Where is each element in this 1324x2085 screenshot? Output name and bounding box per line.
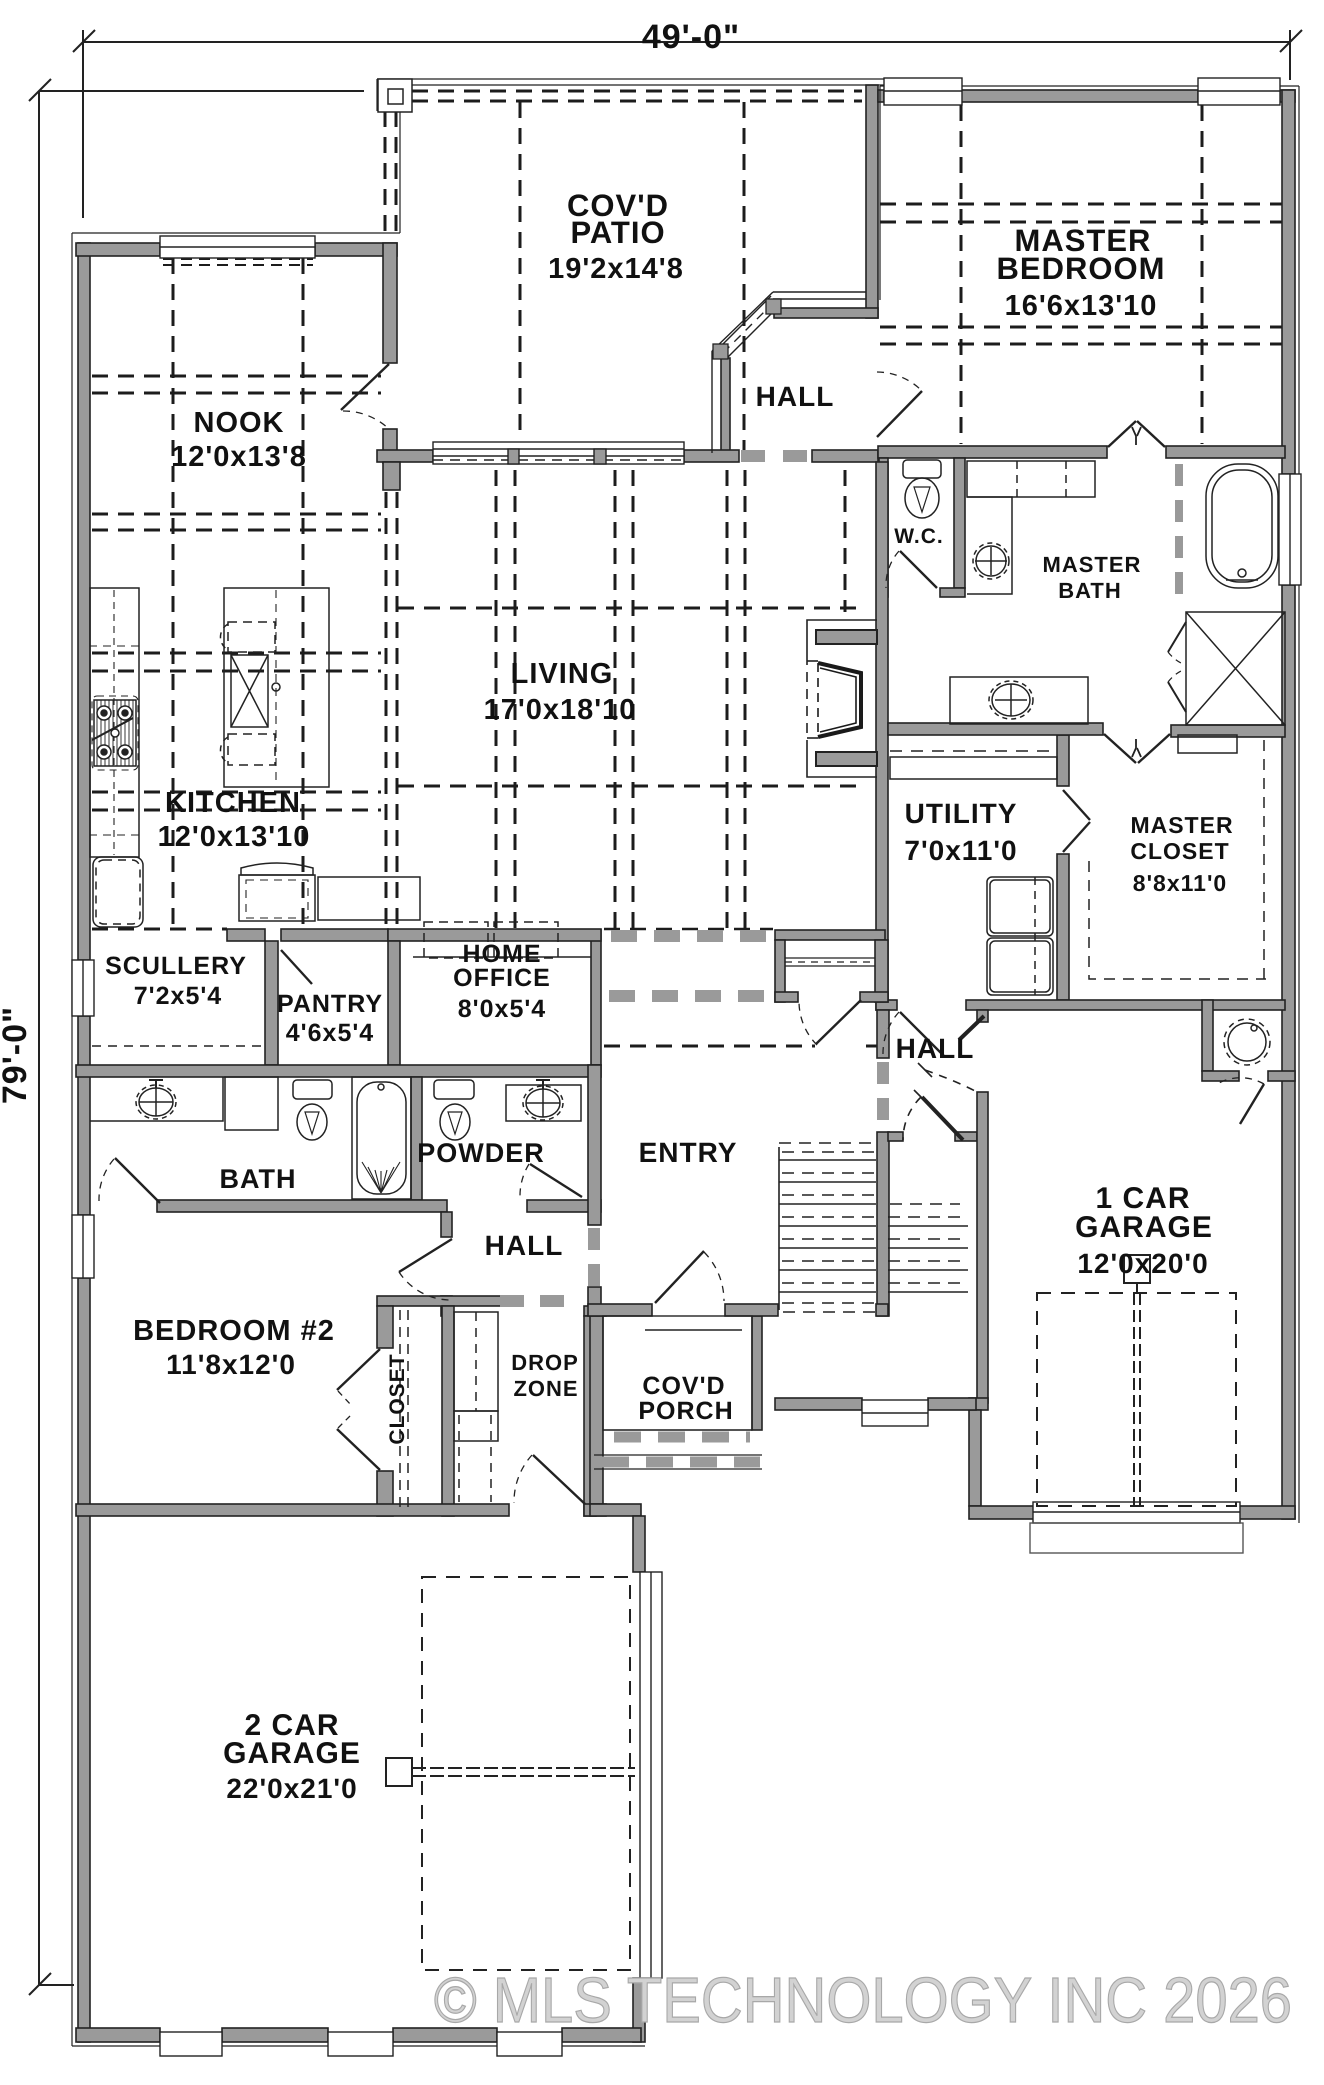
svg-text:PANTRY: PANTRY — [277, 990, 383, 1018]
svg-text:49'-0": 49'-0" — [642, 18, 740, 56]
svg-text:12'0x13'10: 12'0x13'10 — [158, 821, 311, 853]
svg-text:MASTER: MASTER — [1043, 552, 1142, 577]
svg-text:MASTER: MASTER — [1130, 812, 1233, 838]
svg-text:HALL: HALL — [485, 1230, 564, 1261]
svg-text:PORCH: PORCH — [638, 1397, 733, 1425]
svg-text:SCULLERY: SCULLERY — [105, 952, 247, 980]
svg-text:ZONE: ZONE — [513, 1376, 578, 1401]
svg-text:8'0x5'4: 8'0x5'4 — [458, 995, 546, 1023]
svg-text:GARAGE: GARAGE — [1075, 1211, 1213, 1244]
svg-text:BATH: BATH — [220, 1164, 297, 1194]
svg-text:OFFICE: OFFICE — [453, 964, 551, 992]
svg-text:1 CAR: 1 CAR — [1095, 1182, 1190, 1215]
svg-text:MASTER: MASTER — [1015, 223, 1152, 258]
svg-text:BEDROOM: BEDROOM — [997, 251, 1166, 286]
svg-text:KITCHEN: KITCHEN — [165, 787, 301, 819]
svg-text:PATIO: PATIO — [570, 215, 665, 250]
svg-text:7'2x5'4: 7'2x5'4 — [134, 982, 222, 1010]
svg-text:© MLS TECHNOLOGY INC 2026: © MLS TECHNOLOGY INC 2026 — [434, 1964, 1292, 2036]
svg-text:GARAGE: GARAGE — [223, 1737, 361, 1770]
svg-text:2 CAR: 2 CAR — [244, 1709, 339, 1742]
svg-text:BATH: BATH — [1058, 578, 1121, 603]
svg-text:22'0x21'0: 22'0x21'0 — [226, 1773, 357, 1804]
svg-text:COV'D: COV'D — [567, 188, 669, 223]
svg-text:12'0x20'0: 12'0x20'0 — [1077, 1248, 1208, 1279]
svg-text:8'8x11'0: 8'8x11'0 — [1133, 870, 1227, 896]
svg-text:12'0x13'8: 12'0x13'8 — [171, 441, 307, 473]
svg-text:CLOSET: CLOSET — [1130, 838, 1229, 864]
svg-text:ENTRY: ENTRY — [639, 1137, 738, 1168]
svg-text:4'6x5'4: 4'6x5'4 — [286, 1019, 374, 1047]
svg-text:HOME: HOME — [463, 940, 542, 968]
svg-text:HALL: HALL — [756, 381, 835, 412]
svg-text:17'0x18'10: 17'0x18'10 — [484, 694, 637, 726]
svg-text:COV'D: COV'D — [642, 1372, 725, 1400]
svg-text:HALL: HALL — [896, 1033, 975, 1064]
svg-text:LIVING: LIVING — [511, 658, 614, 690]
svg-text:BEDROOM #2: BEDROOM #2 — [133, 1315, 335, 1347]
svg-text:DROP: DROP — [511, 1350, 579, 1375]
svg-text:19'2x14'8: 19'2x14'8 — [548, 253, 684, 285]
svg-text:79'-0": 79'-0" — [0, 1006, 34, 1104]
svg-text:W.C.: W.C. — [894, 525, 944, 548]
svg-text:11'8x12'0: 11'8x12'0 — [166, 1349, 296, 1380]
svg-text:16'6x13'10: 16'6x13'10 — [1005, 290, 1158, 322]
svg-text:NOOK: NOOK — [194, 407, 285, 439]
svg-text:UTILITY: UTILITY — [905, 798, 1018, 829]
svg-text:POWDER: POWDER — [417, 1138, 545, 1168]
svg-text:7'0x11'0: 7'0x11'0 — [904, 835, 1017, 866]
svg-text:CLOSET: CLOSET — [386, 1353, 409, 1444]
